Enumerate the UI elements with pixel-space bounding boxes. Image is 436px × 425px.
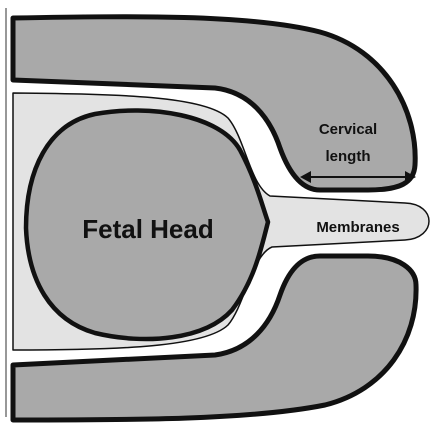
cervical-label-line2: length	[326, 148, 371, 165]
cervical-label-line1: Cervical	[319, 121, 377, 138]
fetal-head-label: Fetal Head	[82, 214, 214, 244]
membranes-label: Membranes	[316, 219, 399, 236]
